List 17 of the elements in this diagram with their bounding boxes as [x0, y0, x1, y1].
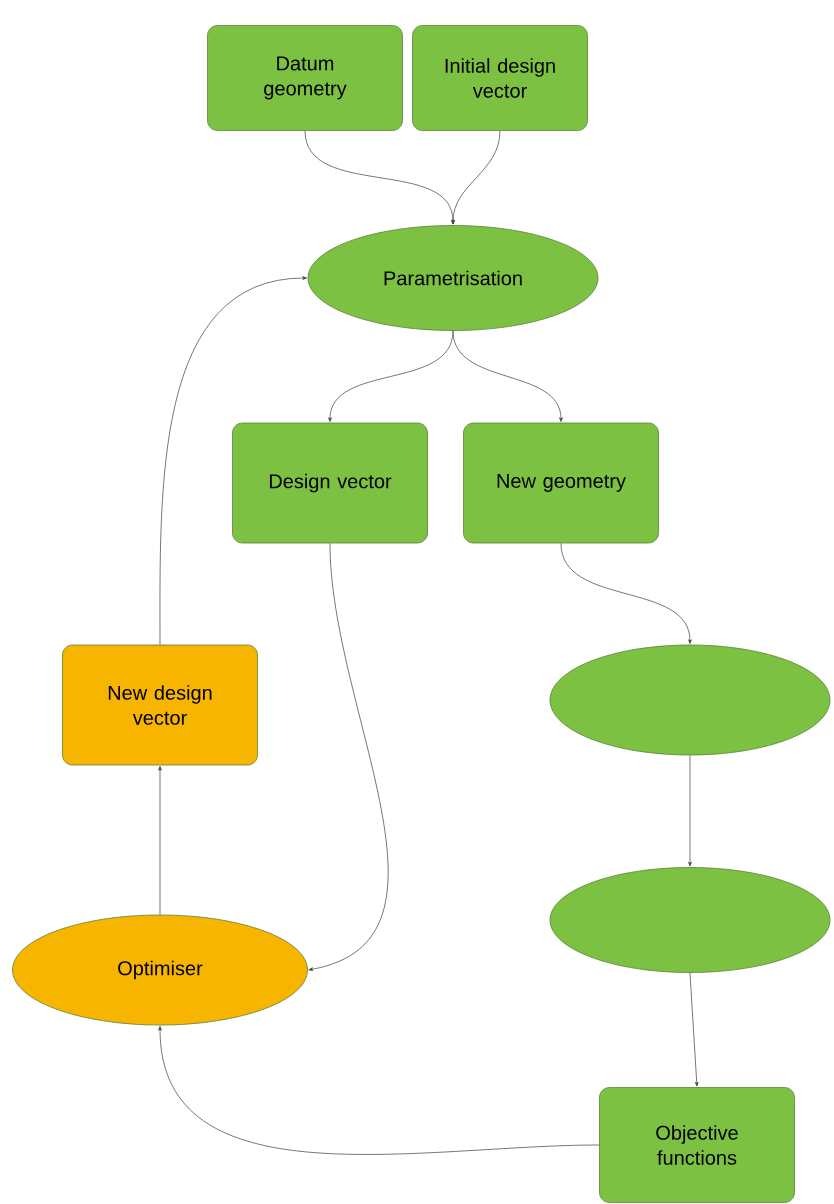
- arrow: [308, 543, 389, 971]
- process-ellipse: [549, 867, 831, 973]
- process-box: Datum geometry: [207, 25, 403, 131]
- arrow: [159, 276, 307, 645]
- process-box: Design vector: [232, 422, 428, 544]
- arrow: [158, 766, 162, 915]
- arrow: [688, 755, 692, 867]
- process-box: New design vector: [62, 644, 258, 766]
- arrow: [158, 1026, 600, 1155]
- process-box: Objective functions: [599, 1087, 795, 1203]
- arrow: [689, 972, 699, 1087]
- arrow: [452, 330, 563, 422]
- process-box: Initial design vector: [412, 25, 588, 131]
- process-box: New geometry: [463, 422, 659, 544]
- arrow: [451, 130, 501, 225]
- arrow: [560, 543, 692, 644]
- process-ellipse: [549, 644, 831, 756]
